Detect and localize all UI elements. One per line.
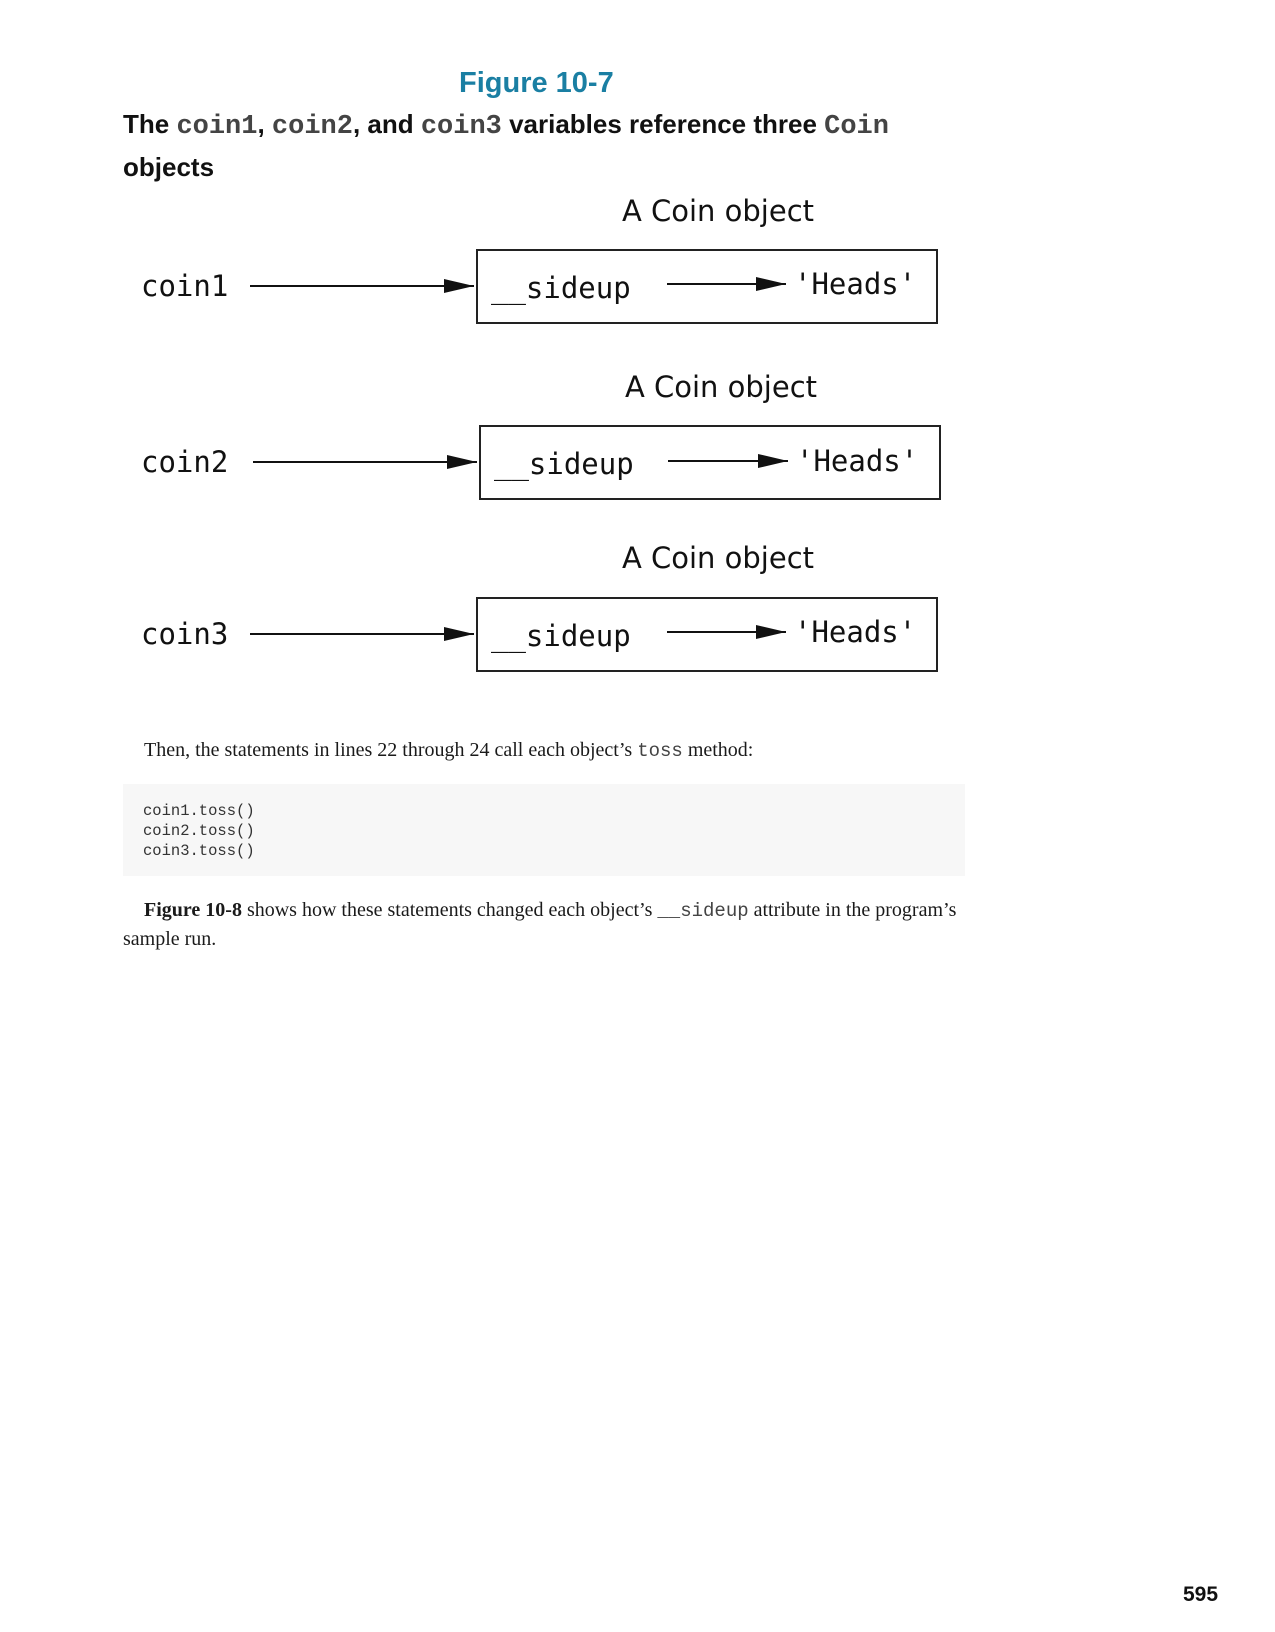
diagram-row-coin2: A Coin object coin2 __sideup 'Heads' (141, 370, 941, 500)
diagram-row-coin3: A Coin object coin3 __sideup 'Heads' (141, 541, 938, 672)
code-line: coin3.toss() (143, 842, 255, 860)
diagram-row-coin1: A Coin object coin1 __sideup 'Heads' (141, 194, 938, 324)
page-number: 595 (1183, 1583, 1219, 1606)
code-line: coin2.toss() (143, 822, 255, 840)
attribute-value: 'Heads' (794, 615, 916, 649)
body-paragraph-figure-ref: Figure 10-8 shows how these statements c… (123, 899, 957, 950)
body-paragraph-toss: Then, the statements in lines 22 through… (144, 739, 754, 762)
figure-label: Figure 10-7 (459, 67, 614, 99)
variable-name: coin1 (141, 269, 228, 303)
attribute-value: 'Heads' (796, 444, 918, 478)
variable-name: coin3 (141, 617, 228, 651)
code-block: coin1.toss() coin2.toss() coin3.toss() (123, 784, 965, 876)
coin-object-box (479, 425, 941, 500)
coin-objects-diagram: A Coin object coin1 __sideup 'Heads' A C… (141, 194, 941, 672)
coin-object-box (476, 249, 938, 324)
attribute-name: __sideup (491, 271, 631, 306)
attribute-value: 'Heads' (794, 267, 916, 301)
figure-reference: Figure 10-8 (144, 899, 242, 921)
attribute-name: __sideup (491, 619, 631, 654)
code-line: coin1.toss() (143, 802, 255, 820)
variable-name: coin2 (141, 445, 228, 479)
object-title: A Coin object (625, 370, 817, 404)
figure-caption: The coin1, coin2, and coin3 variables re… (123, 109, 889, 182)
object-title: A Coin object (622, 541, 814, 575)
attribute-name: __sideup (494, 447, 634, 482)
object-title: A Coin object (622, 194, 814, 228)
coin-object-box (476, 597, 938, 672)
